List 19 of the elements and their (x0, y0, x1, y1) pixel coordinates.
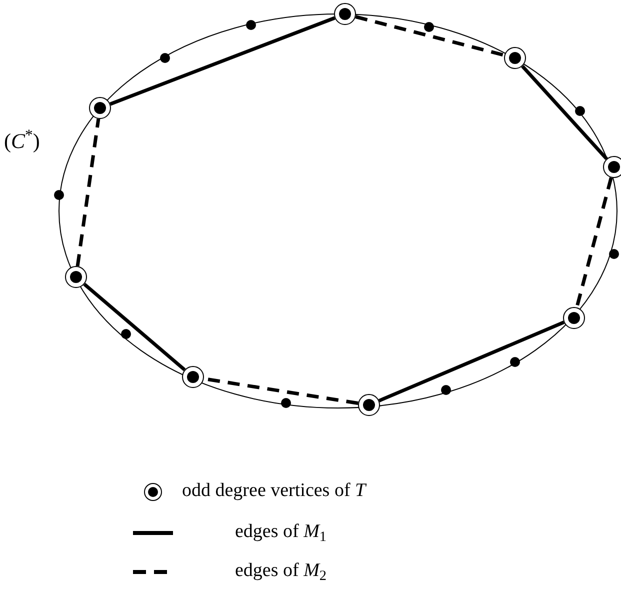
odd-degree-vertex (89, 97, 111, 119)
odd-degree-vertex (504, 47, 526, 69)
odd-degree-vertex (603, 156, 621, 178)
graph-edge (76, 118, 100, 266)
odd-degree-vertex (182, 366, 204, 388)
graph-edge (110, 16, 336, 106)
legend-text: edges of M$_{2}$ (235, 561, 327, 580)
odd-degree-vertex (358, 394, 380, 416)
graph-edge (521, 64, 608, 160)
odd-degree-vertex (65, 266, 87, 288)
graph-edge (575, 177, 613, 308)
legend-text: edges of M$_{1}$ (235, 522, 327, 541)
odd-degree-vertex (563, 307, 585, 329)
legend-text: odd degree vertices of T (182, 481, 366, 500)
graph-edge (378, 320, 565, 402)
graph-edge (355, 15, 505, 57)
curve-label: (C$^{*}$) (4, 131, 40, 152)
graph-edge (83, 282, 186, 372)
odd-degree-vertex (334, 3, 356, 25)
